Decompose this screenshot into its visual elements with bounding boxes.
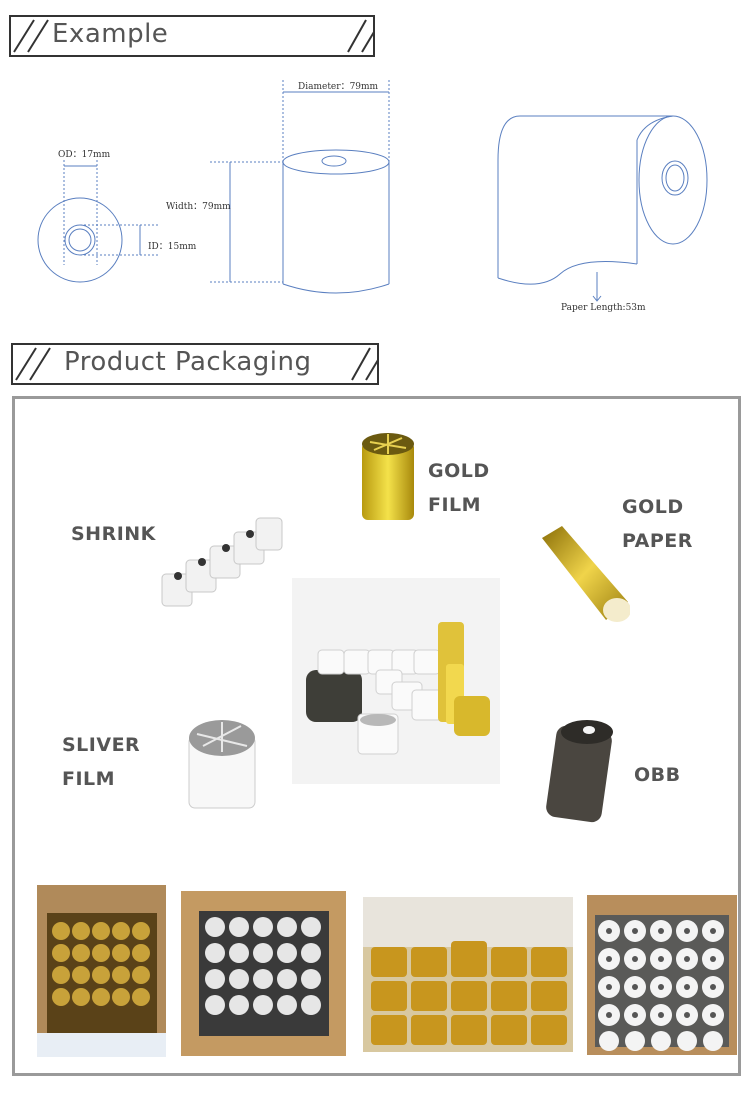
packaging-banner: Product Packaging <box>10 342 380 386</box>
example-banner: Example <box>8 14 376 58</box>
diameter-label: Diameter：79mm <box>298 82 379 92</box>
silver-film-roll-image <box>188 720 256 809</box>
label-gold-paper: GOLD PAPER <box>622 496 693 552</box>
gold-paper-roll-image <box>542 526 630 622</box>
section-title-example: Example <box>52 19 169 49</box>
banner-frame <box>11 343 379 385</box>
obb-roll-image <box>546 720 613 823</box>
width-label: Width：79mm <box>166 202 231 212</box>
gold-film-roll-image <box>362 433 414 520</box>
paper-length-label: Paper Length:53m <box>561 303 646 313</box>
unroll-view <box>497 115 708 302</box>
od-label: OD：17mm <box>58 150 111 160</box>
label-sliver-film: SLIVER FILM <box>62 734 141 790</box>
cylinder-view <box>210 80 390 294</box>
product-group-image <box>292 578 500 784</box>
roll-diagram <box>37 80 708 302</box>
section-title-packaging: Product Packaging <box>64 347 312 377</box>
label-shrink: SHRINK <box>71 523 156 545</box>
shrink-rolls-image <box>161 517 283 607</box>
banner-frame <box>9 15 375 57</box>
packaging-frame <box>12 396 741 1076</box>
label-obb: OBB <box>634 764 681 786</box>
box-photo-white-rolls <box>587 895 737 1055</box>
id-label: ID：15mm <box>148 242 197 252</box>
label-gold-film: GOLD FILM <box>428 460 490 516</box>
box-photo-silver-rolls <box>181 891 346 1056</box>
box-photo-gold-paper-rolls <box>363 897 573 1052</box>
front-view <box>37 160 160 283</box>
box-photo-gold-rolls <box>37 885 166 1057</box>
